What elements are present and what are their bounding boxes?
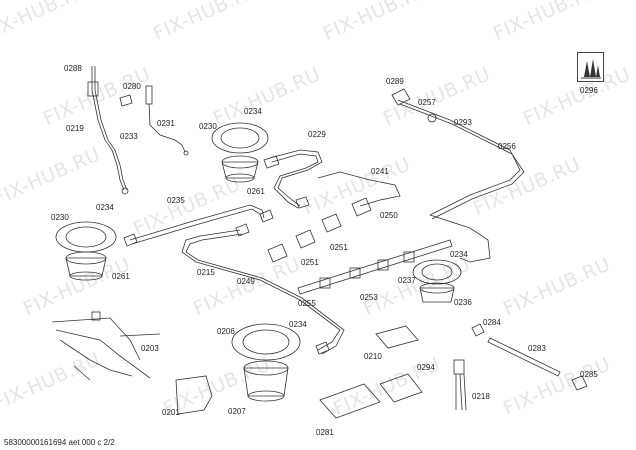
part-label: 0231 [157,119,175,128]
gas-pipe-part [129,99,525,355]
box-part [379,373,423,403]
clip-part [119,94,133,107]
connector-part [391,88,411,106]
part-label: 0234 [96,203,114,212]
part-label: 0233 [120,132,138,141]
part-label: 0294 [417,363,435,372]
part-label: 0296 [580,86,598,95]
part-label: 0230 [199,122,217,131]
igniter-part [145,85,189,156]
part-label: 0253 [360,293,378,302]
plate-part [319,383,381,419]
part-label: 0249 [237,277,255,286]
part-label: 0280 [123,82,141,91]
part-label: 0257 [418,98,436,107]
part-label: 0215 [197,268,215,277]
knob-adapter-part [571,375,588,391]
part-label: 0230 [51,213,69,222]
part-label: 0261 [112,272,130,281]
valve-part [123,155,372,355]
part-label: 0236 [454,298,472,307]
part-label: 0203 [141,344,159,353]
part-label: 0284 [483,318,501,327]
part-label: 0256 [498,142,516,151]
manifold-rail-part [297,239,453,295]
bushing-part [471,323,485,337]
part-label: 0261 [247,187,265,196]
document-footer: 58300000161694 aet 000 c 2/2 [4,438,115,447]
part-label: 0293 [454,118,472,127]
part-label: 0241 [371,167,389,176]
flame-warning-icon [577,52,604,82]
part-label: 0283 [528,344,546,353]
part-label: 0288 [64,64,82,73]
part-label: 0206 [217,327,235,336]
part-label: 0229 [308,130,326,139]
part-label: 0251 [330,243,348,252]
part-label: 0255 [298,299,316,308]
ignition-module-part [375,325,419,349]
seal-ring-part [427,113,437,123]
part-label: 0281 [316,428,334,437]
part-label: 0251 [301,258,319,267]
burner-cup-part [412,259,462,303]
bracket-part [175,375,213,415]
shaft-part [487,337,561,377]
part-label: 0235 [167,196,185,205]
part-label: 0285 [580,370,598,379]
wiring-harness-part [51,311,161,381]
part-label: 0218 [472,392,490,401]
part-label: 0234 [450,250,468,259]
part-label: 0237 [398,276,416,285]
part-label: 0201 [162,408,180,417]
burner-cup-part [211,122,269,183]
thermocouple-part [87,66,129,195]
part-label: 0210 [364,352,382,361]
switch-part [453,359,467,411]
burner-cup-part [55,221,117,281]
part-label: 0234 [244,107,262,116]
part-label: 0250 [380,211,398,220]
part-label: 0289 [386,77,404,86]
burner-cup-part [231,323,301,402]
part-label: 0207 [228,407,246,416]
part-label: 0219 [66,124,84,133]
part-label: 0234 [289,320,307,329]
